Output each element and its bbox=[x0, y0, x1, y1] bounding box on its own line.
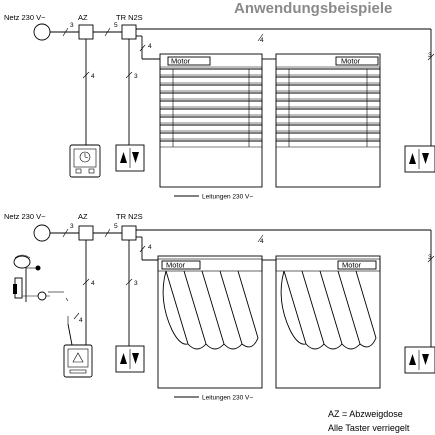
tr-label: TR N2S bbox=[116, 13, 143, 22]
motor-label: Motor bbox=[171, 57, 191, 66]
diagram-2: Netz 230 V~ AZ TR N2S 3 5 4 3 4 4 3 bbox=[4, 212, 435, 402]
control-unit-tr bbox=[121, 24, 137, 40]
sun-icon bbox=[37, 291, 47, 301]
wire-count: 3 bbox=[134, 280, 138, 287]
az-label: AZ bbox=[78, 13, 88, 22]
junction-box-az bbox=[78, 24, 94, 40]
motor-icon bbox=[335, 56, 379, 66]
wire-count: 3 bbox=[70, 223, 74, 230]
wire-count: 3 bbox=[134, 73, 138, 80]
control-unit-tr bbox=[121, 225, 137, 241]
motor-label: Motor bbox=[342, 261, 362, 270]
awning-unit-1: Motor bbox=[157, 255, 263, 389]
switch-icon[interactable] bbox=[404, 145, 435, 173]
wire-count: 4 bbox=[260, 238, 264, 245]
switch-icon[interactable] bbox=[115, 144, 145, 172]
switch-icon[interactable] bbox=[115, 345, 145, 373]
page-title: Anwendungsbeispiele bbox=[234, 0, 392, 17]
legend-switches: Alle Taster verriegelt bbox=[328, 423, 410, 433]
az-label: AZ bbox=[78, 212, 88, 221]
awning-unit-2: Motor bbox=[275, 255, 381, 389]
cable-legend: Leitungen 230 V~ bbox=[202, 395, 253, 402]
supply-label: Netz 230 V~ bbox=[4, 13, 46, 22]
cable-legend: Leitungen 230 V~ bbox=[202, 194, 253, 201]
motor-label: Motor bbox=[341, 57, 361, 66]
wire-count: 3 bbox=[70, 22, 74, 29]
supply-circle bbox=[33, 23, 51, 41]
wire-count: 5 bbox=[114, 22, 118, 29]
wire-count: 4 bbox=[260, 37, 264, 44]
supply-circle bbox=[33, 224, 51, 242]
wire-count: 3 bbox=[428, 254, 432, 261]
wire-count: 5 bbox=[114, 223, 118, 230]
wire-count: 4 bbox=[79, 317, 83, 324]
tr-label: TR N2S bbox=[116, 212, 143, 221]
rain-sensor-icon bbox=[63, 344, 93, 378]
wire-count: 4 bbox=[148, 43, 152, 50]
timer-icon bbox=[69, 144, 101, 178]
wire-count: 4 bbox=[91, 73, 95, 80]
wire-count: 3 bbox=[428, 52, 432, 59]
junction-box-az bbox=[78, 225, 94, 241]
motor-unit-1: Motor bbox=[159, 53, 263, 188]
motor-icon bbox=[167, 56, 211, 66]
motor-unit-2: Motor bbox=[275, 53, 381, 188]
wire-count: 4 bbox=[91, 280, 95, 287]
motor-label: Motor bbox=[166, 261, 186, 270]
motor-icon bbox=[161, 260, 201, 270]
legend-az: AZ = Abzweigdose bbox=[328, 409, 403, 419]
wire-count: 4 bbox=[148, 244, 152, 251]
switch-icon[interactable] bbox=[404, 346, 435, 374]
motor-icon bbox=[337, 260, 377, 270]
supply-label: Netz 230 V~ bbox=[4, 212, 46, 221]
diagram-1: Netz 230 V~ AZ TR N2S 3 5 4 3 4 4 bbox=[4, 13, 435, 201]
